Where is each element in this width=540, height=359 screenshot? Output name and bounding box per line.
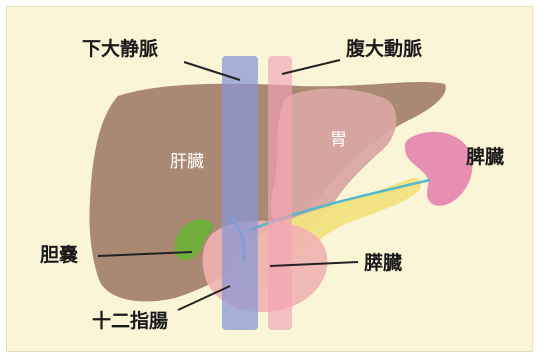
duodenum-leader <box>177 285 231 311</box>
label-ivc: 下大静脈 <box>82 38 159 60</box>
ivc-vessel <box>222 56 258 330</box>
gallbladder-shape <box>174 219 213 261</box>
label-aorta: 腹大動脈 <box>346 38 423 60</box>
aorta-vessel <box>268 56 292 330</box>
label-pancreas: 膵臓 <box>364 252 403 274</box>
spleen-shape <box>404 131 473 206</box>
label-spleen: 脾臓 <box>466 146 505 168</box>
stomach-shape <box>270 88 397 233</box>
aorta-leader <box>281 59 341 75</box>
ivc-leader <box>183 61 241 81</box>
label-stomach: 胃 <box>330 130 347 150</box>
pancreas-leader <box>269 261 359 267</box>
label-liver: 肝臓 <box>170 152 204 172</box>
gallbladder-leader <box>97 251 193 257</box>
label-gallbladder: 胆嚢 <box>40 244 79 266</box>
duodenum-shape <box>202 220 328 312</box>
label-duodenum: 十二指腸 <box>92 310 169 332</box>
